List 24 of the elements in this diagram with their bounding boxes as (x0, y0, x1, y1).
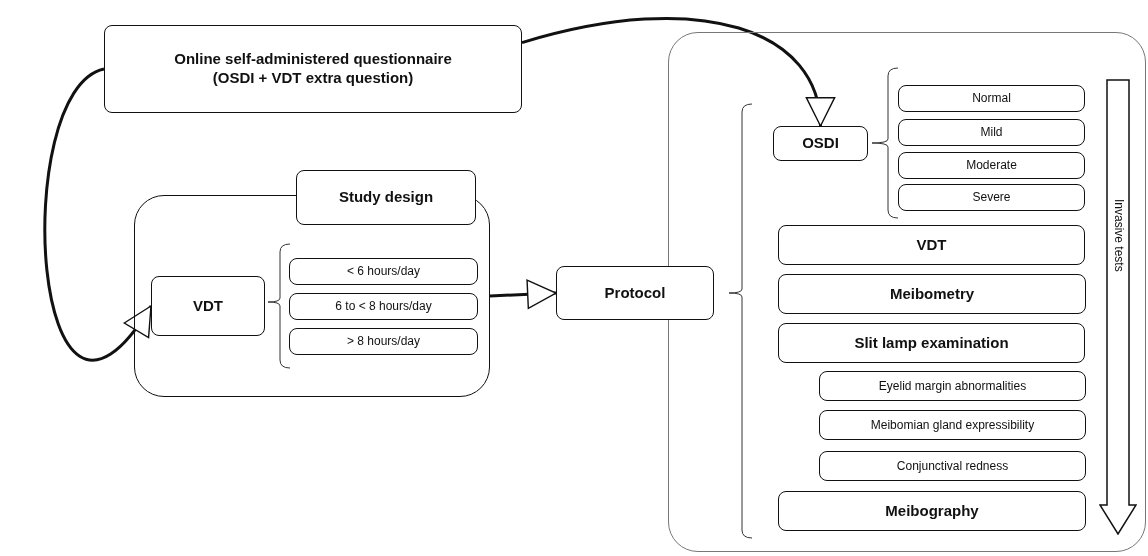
grade-box: Mild (898, 119, 1085, 146)
arrow (521, 17, 833, 127)
test-box: Slit lamp examination (778, 323, 1085, 363)
test-box: OSDI (773, 126, 868, 161)
category-box: VDT (151, 276, 265, 336)
arrow (489, 279, 557, 310)
sub-test-box: Conjunctival redness (819, 451, 1086, 481)
sub-test-box: Meibomian gland expressibility (819, 410, 1086, 440)
questionnaire-box: Online self-administered questionnaire (OSDI + VDT extra question) (104, 25, 522, 113)
option-box: < 6 hours/day (289, 258, 478, 285)
grade-box: Normal (898, 85, 1085, 112)
test-box: Meibography (778, 491, 1086, 531)
test-box: Meibometry (778, 274, 1086, 314)
grade-box: Severe (898, 184, 1085, 211)
test-box: VDT (778, 225, 1085, 265)
protocol-panel (668, 32, 1146, 552)
option-box: > 8 hours/day (289, 328, 478, 355)
grade-box: Moderate (898, 152, 1085, 179)
option-box: 6 to < 8 hours/day (289, 293, 478, 320)
arrow (43, 67, 153, 361)
heading-box: Study design (296, 170, 476, 225)
process-box: Protocol (556, 266, 714, 320)
sub-test-box: Eyelid margin abnormalities (819, 371, 1086, 401)
arrow-label: Invasive tests (1110, 199, 1126, 272)
